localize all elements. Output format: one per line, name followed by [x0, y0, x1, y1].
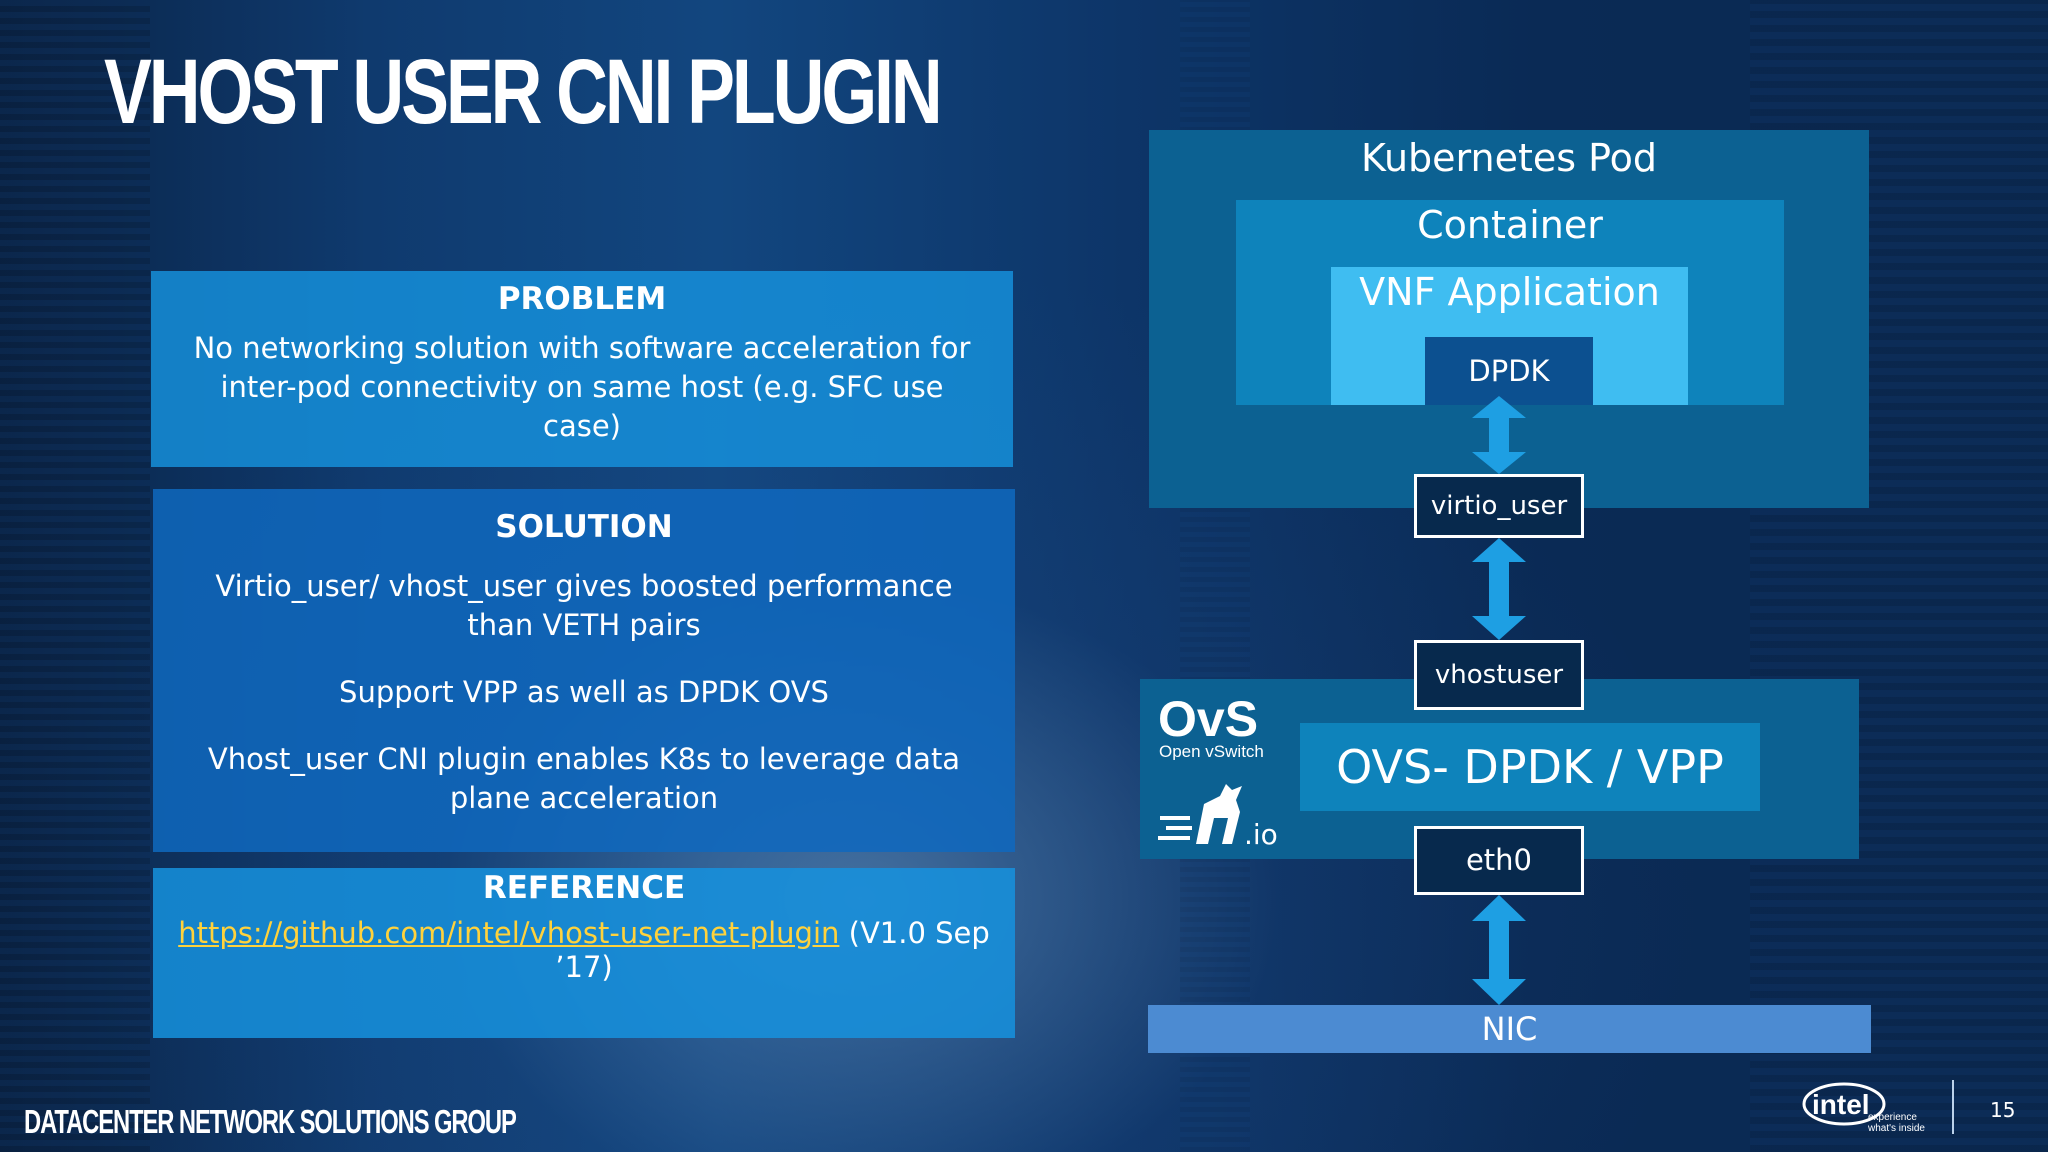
- intel-logo-text: intel: [1812, 1089, 1870, 1120]
- solution-point: Support VPP as well as DPDK OVS: [339, 675, 829, 709]
- vhostuser-box: vhostuser: [1414, 640, 1584, 710]
- solution-point: Vhost_user CNI plugin enables K8s to lev…: [207, 742, 961, 815]
- ovs-logo-sub-text: Open vSwitch: [1159, 742, 1264, 760]
- solution-heading: SOLUTION: [495, 509, 673, 545]
- vnf-application-label: VNF Application: [1359, 270, 1660, 314]
- dpdk-box: DPDK: [1425, 337, 1593, 405]
- eth0-box: eth0: [1414, 826, 1584, 895]
- virtio-user-box: virtio_user: [1414, 474, 1584, 538]
- reference-link[interactable]: https://github.com/intel/vhost-user-net-…: [178, 916, 840, 950]
- arrow-eth0-nic-icon: [1472, 895, 1526, 1005]
- arrow-virtio-vhost-icon: [1472, 538, 1526, 640]
- problem-text: No networking solution with software acc…: [193, 331, 971, 443]
- nic-box: NIC: [1148, 1005, 1871, 1053]
- reference-heading: REFERENCE: [482, 870, 686, 906]
- page-number: 15: [1990, 1098, 2016, 1122]
- fdio-logo-icon: .io: [1158, 784, 1278, 850]
- background-rack-left: [0, 0, 150, 1152]
- solution-point: Virtio_user/ vhost_user gives boosted pe…: [215, 569, 953, 642]
- ovs-logo-main-text: OvS: [1158, 691, 1258, 747]
- reference-panel: REFERENCE https://github.com/intel/vhost…: [153, 868, 1015, 1038]
- problem-panel: PROBLEM No networking solution with soft…: [151, 271, 1013, 467]
- open-vswitch-logo-icon: OvS Open vSwitch: [1158, 691, 1264, 760]
- container-label: Container: [1417, 203, 1603, 247]
- intel-logo-icon: intel experience what's inside: [1802, 1082, 1925, 1134]
- fdio-logo-suffix: .io: [1244, 818, 1278, 850]
- intel-tagline-line2: what's inside: [1867, 1123, 1925, 1134]
- footer-divider: [1952, 1080, 1954, 1134]
- slide-title: VHOST USER CNI PLUGIN: [104, 41, 943, 143]
- intel-tagline-line1: experience: [1868, 1112, 1917, 1123]
- arrow-dpdk-virtio-icon: [1472, 396, 1526, 474]
- reference-text: https://github.com/intel/vhost-user-net-…: [153, 916, 1015, 984]
- problem-heading: PROBLEM: [497, 281, 667, 317]
- footer-group-name: DATACENTER NETWORK SOLUTIONS GROUP: [24, 1103, 517, 1140]
- reference-version: (V1.0 Sep ’17): [555, 916, 990, 984]
- solution-panel: SOLUTION Virtio_user/ vhost_user gives b…: [153, 489, 1015, 852]
- ovs-dpdk-vpp-box: OVS- DPDK / VPP: [1300, 723, 1760, 811]
- kubernetes-pod-label: Kubernetes Pod: [1360, 136, 1658, 180]
